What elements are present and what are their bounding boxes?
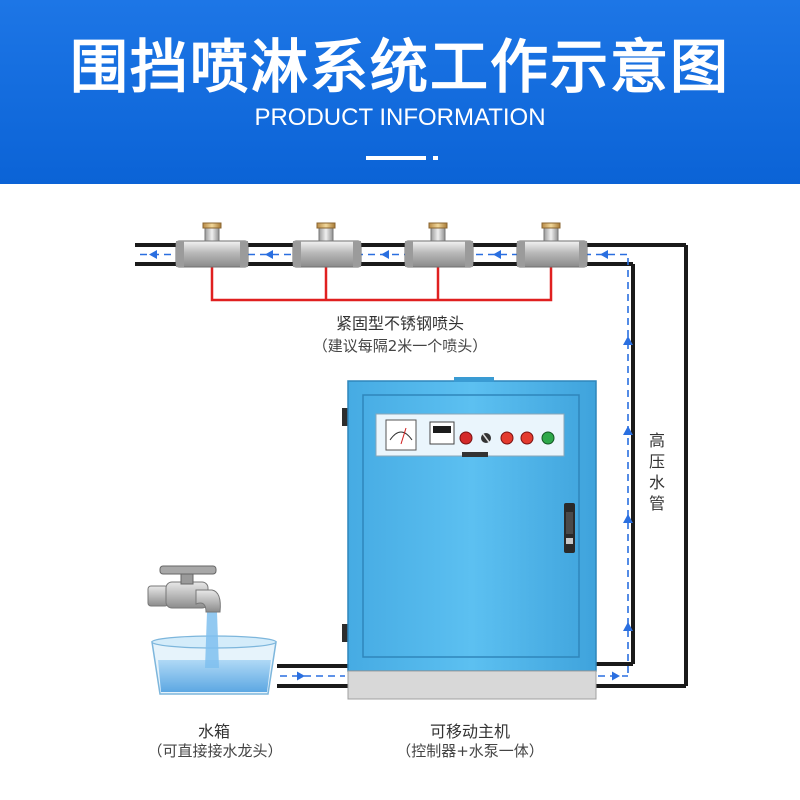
diagram-canvas [135, 222, 688, 700]
nozzle-title: 紧固型不锈钢喷头 [335, 314, 464, 333]
nozzle-2 [292, 222, 362, 268]
faucet-icon [147, 565, 221, 613]
title-underline [366, 156, 426, 160]
system-diagram: 紧固型不锈钢喷头 （建议每隔2米一个喷头） 高压水管 水箱 （可直接接水龙头） … [0, 184, 800, 800]
tank-note: （可直接接水龙头） [147, 742, 283, 760]
flow-arrows [149, 250, 633, 681]
tank-title: 水箱 [197, 722, 230, 741]
title-underline-dot [433, 156, 438, 160]
nozzle-4 [516, 222, 588, 268]
nozzle-wiring [210, 266, 553, 302]
host-note: （控制器+水泵一体） [396, 742, 544, 760]
nozzle-3 [404, 222, 474, 268]
page-title: 围挡喷淋系统工作示意图 [69, 33, 730, 101]
nozzle-1 [175, 222, 249, 268]
right-pipe [627, 245, 688, 686]
page-subtitle: PRODUCT INFORMATION [254, 104, 546, 131]
pipe-label: 高压水管 [648, 431, 665, 513]
host-cabinet [342, 377, 597, 700]
bottom-pipes [277, 662, 686, 688]
nozzle-note: （建议每隔2米一个喷头） [312, 337, 488, 355]
header-banner: 围挡喷淋系统工作示意图 PRODUCT INFORMATION [0, 0, 800, 184]
water-tank [151, 612, 277, 695]
host-title: 可移动主机 [429, 722, 510, 741]
